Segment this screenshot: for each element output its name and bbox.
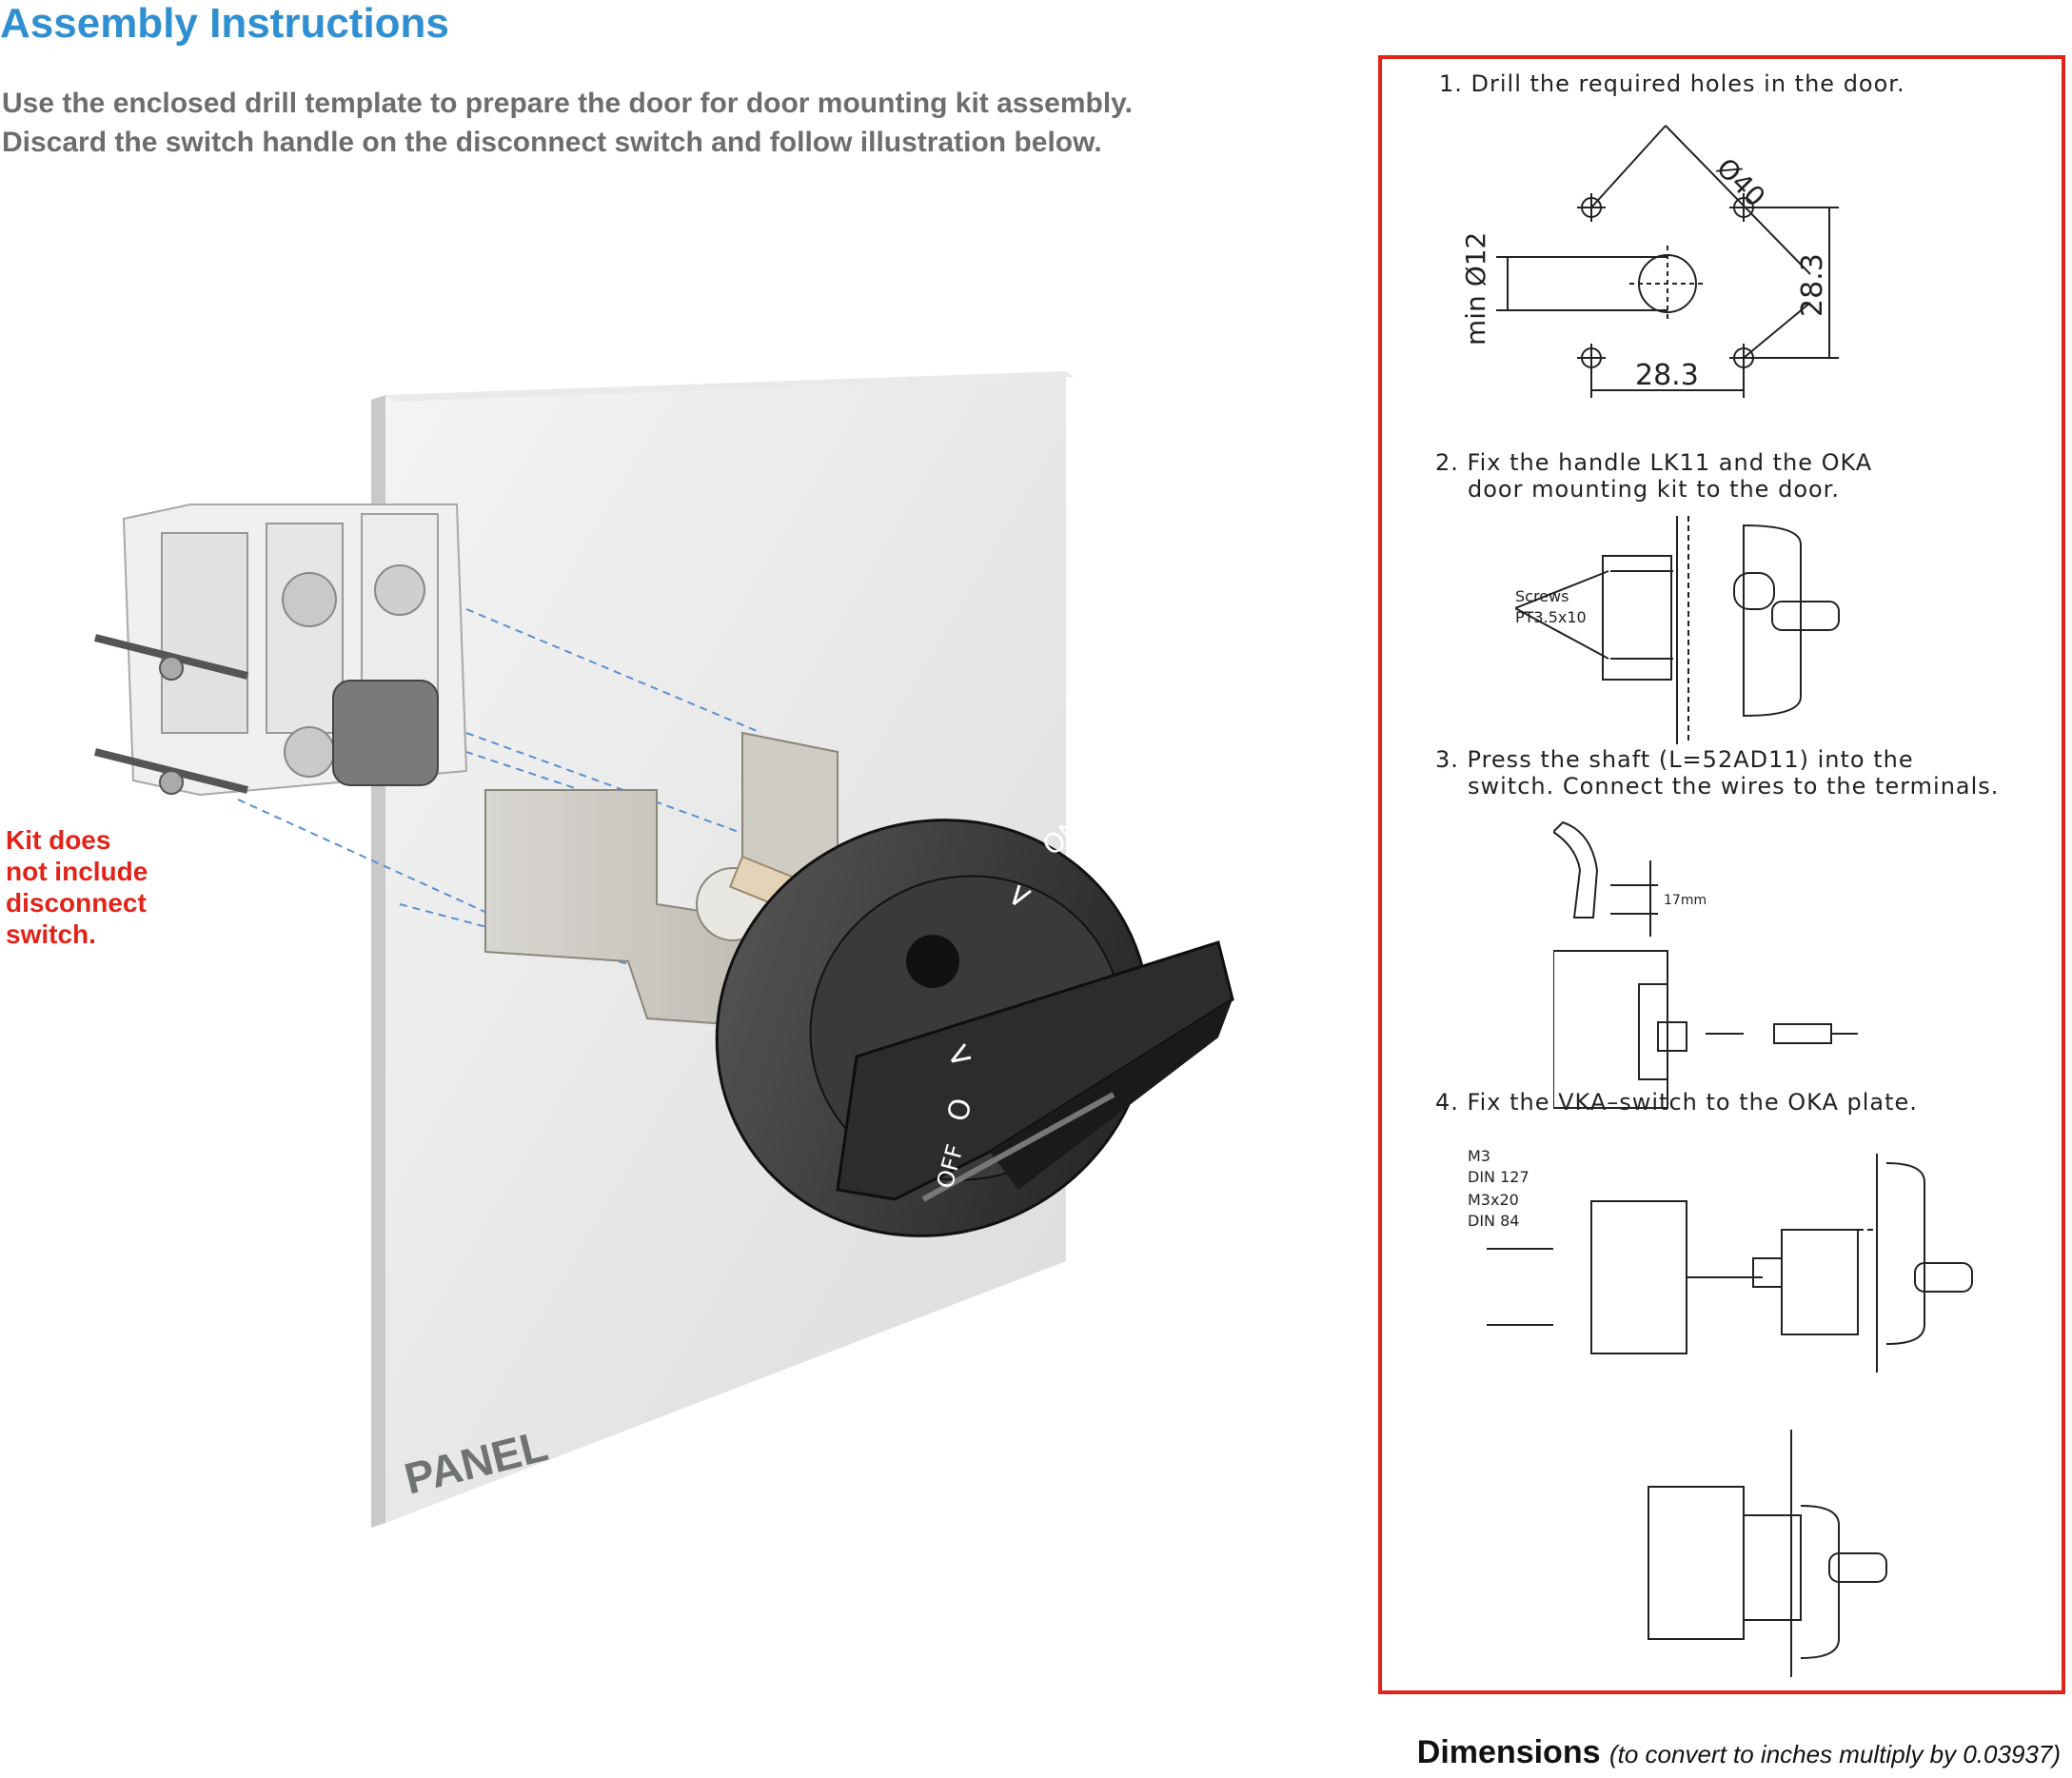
dimensions-label: Dimensions [1416, 1734, 1601, 1770]
assembly-steps-box: 1. Drill the required holes in the door. [1378, 55, 2065, 1694]
kit-note-line-3: disconnect [6, 888, 147, 918]
step-1-drill-diagram: Ø40 min Ø12 28.3 28.3 [1460, 125, 1839, 398]
disconnect-switch [94, 504, 468, 797]
intro-text: Use the enclosed drill template to prepa… [2, 84, 1133, 162]
intro-line-2: Discard the switch handle on the disconn… [2, 127, 1102, 158]
dimensions-note: Dimensions (to convert to inches multipl… [1417, 1734, 2061, 1771]
dim-vertical-label: 28.3 [1796, 253, 1829, 317]
dial-arrows [950, 884, 1032, 1063]
step-2-text: 2. Fix the handle LK11 and the OKA door … [1435, 449, 1873, 503]
step-4-text: 4. Fix the VKA–switch to the OKA plate. [1435, 1089, 1918, 1116]
m3-label: M3 [1468, 1147, 1490, 1165]
kit-note-line-4: switch. [6, 919, 96, 949]
intro-line-1: Use the enclosed drill template to prepa… [2, 88, 1133, 119]
step-3-shaft-diagram: 17mm [1553, 820, 1858, 1109]
page-title: Assembly Instructions [0, 0, 449, 47]
screws-label: Screws [1515, 587, 1569, 605]
drill-holes [1496, 125, 1839, 398]
m3x20-label: M3x20 [1468, 1191, 1519, 1209]
step-4-vka-diagram: M3 DIN 127 M3x20 DIN 84 [1468, 1147, 1973, 1677]
dim-horizontal-label: 28.3 [1635, 359, 1699, 392]
dia-40-label: Ø40 [1710, 152, 1771, 213]
step-3-text: 3. Press the shaft (L=52AD11) into the s… [1435, 746, 2000, 800]
din127-label: DIN 127 [1468, 1168, 1529, 1186]
dimensions-conversion: (to convert to inches multiply by 0.0393… [1608, 1740, 2061, 1768]
kit-note-line-1: Kit does [6, 825, 111, 855]
step-1-text: 1. Drill the required holes in the door. [1439, 70, 1905, 97]
step-2-handle-diagram: Screws PT3.5x10 [1515, 516, 1840, 744]
rotary-handle [715, 819, 1234, 1237]
assembly-illustration: PANEL ON I OFF [94, 371, 1234, 1528]
kit-note: Kit does not include disconnect switch. [6, 824, 148, 950]
shaft-length-label: 17mm [1664, 893, 1707, 908]
dial-on-mark: I [1097, 793, 1125, 824]
din84-label: DIN 84 [1468, 1212, 1519, 1230]
min-dia-12-label: min Ø12 [1460, 232, 1491, 346]
screws-spec-label: PT3.5x10 [1515, 608, 1587, 626]
kit-note-line-2: not include [6, 857, 148, 886]
